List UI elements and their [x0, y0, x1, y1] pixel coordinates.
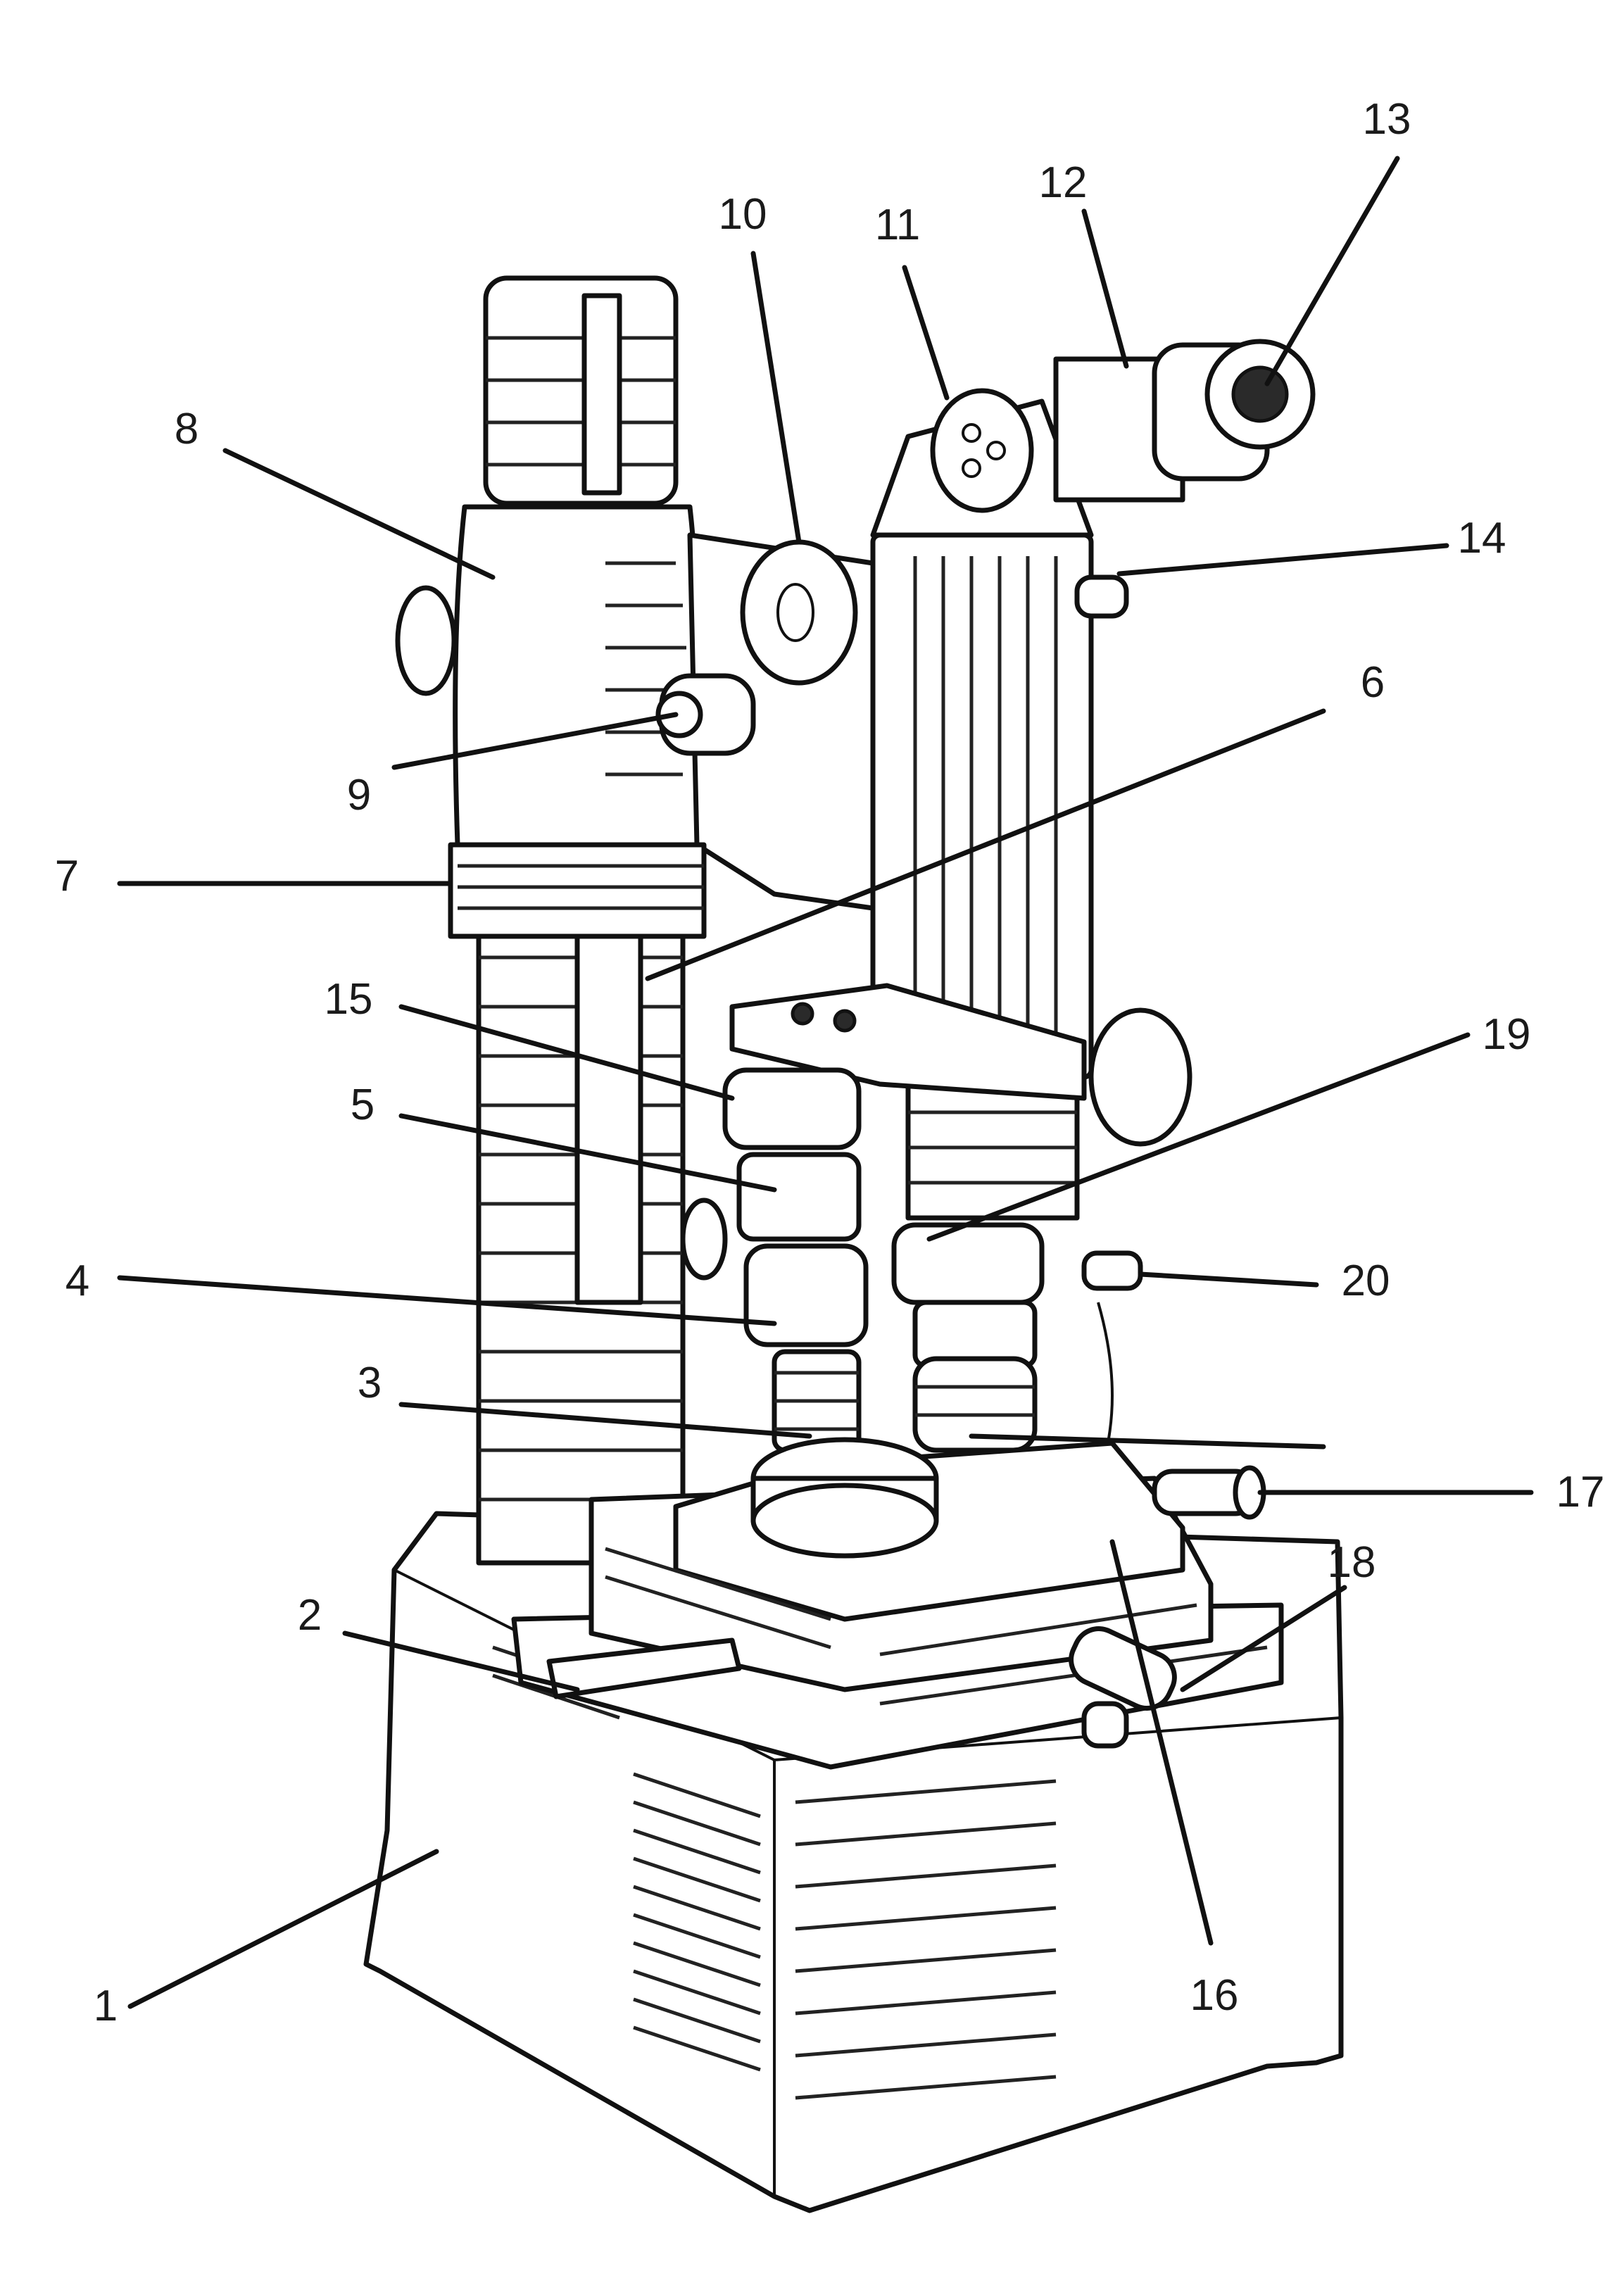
leader-15: [398, 1004, 735, 1101]
label-10: 10: [719, 190, 767, 239]
leader-5: [398, 1113, 777, 1193]
label-15: 15: [325, 975, 373, 1024]
leader-3: [398, 1402, 812, 1439]
label-4: 4: [65, 1257, 89, 1305]
label-19: 19: [1483, 1010, 1531, 1059]
leader-12: [1081, 208, 1129, 369]
label-14: 14: [1458, 514, 1506, 562]
leader-9: [391, 712, 679, 770]
part-labels: 1 2 3 4 5 6 7 8 9 10 11 12 13 14 15 16 1…: [55, 95, 1605, 2030]
leader-8: [222, 448, 496, 580]
label-17: 17: [1556, 1468, 1605, 1516]
leader-14: [1116, 543, 1449, 577]
stage-table: [511, 1437, 1284, 1770]
label-20: 20: [1342, 1257, 1390, 1305]
label-2: 2: [298, 1591, 322, 1640]
leader-20: [1138, 1271, 1319, 1288]
label-8: 8: [175, 405, 199, 453]
label-1: 1: [94, 1982, 118, 2030]
objective-carrier: [680, 983, 1087, 1453]
microscope-tube: [870, 339, 1316, 1221]
leader-10: [750, 251, 802, 545]
leader-18: [1180, 1585, 1347, 1692]
label-6: 6: [1361, 658, 1385, 707]
leader-6: [645, 708, 1326, 981]
label-11: 11: [875, 201, 920, 249]
leader-16: [1109, 1539, 1214, 1946]
leader-lines: [117, 156, 1534, 2009]
label-3: 3: [358, 1359, 382, 1407]
leader-19: [926, 1032, 1471, 1242]
label-16: 16: [1190, 1971, 1239, 2020]
label-18: 18: [1328, 1538, 1376, 1587]
illuminator-objective: [891, 1222, 1143, 1479]
label-12: 12: [1039, 158, 1088, 207]
leader-13: [1264, 156, 1400, 386]
label-13: 13: [1363, 95, 1411, 144]
disc-knob: [740, 539, 858, 686]
label-7: 7: [55, 852, 79, 900]
focus-knob: [655, 673, 756, 756]
leader-4: [117, 1275, 777, 1326]
leader-2: [342, 1630, 580, 1692]
label-9: 9: [347, 771, 371, 819]
leader-unnumbered: [969, 1433, 1326, 1450]
leader-11: [902, 265, 950, 401]
column: [476, 275, 686, 1566]
leader-1: [127, 1849, 439, 2009]
label-5: 5: [351, 1081, 374, 1129]
